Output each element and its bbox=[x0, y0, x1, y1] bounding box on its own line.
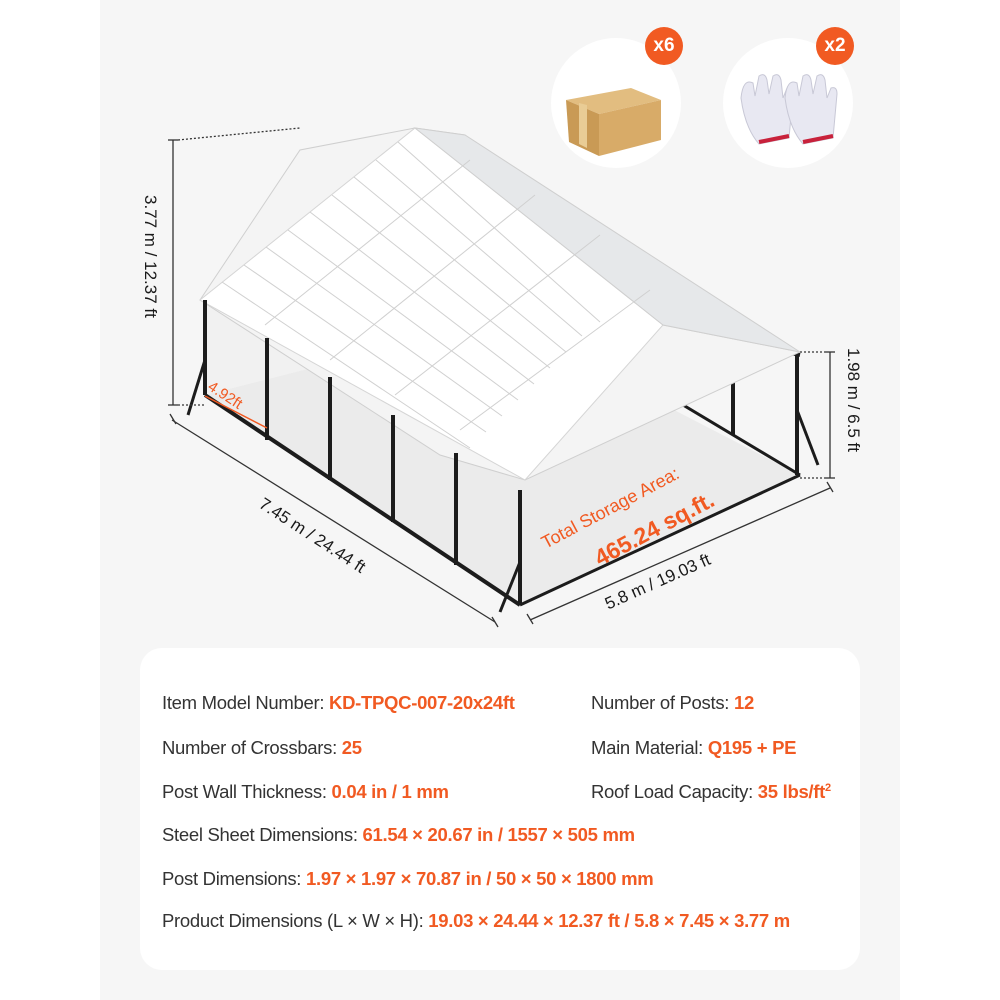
spec-roof-load: Roof Load Capacity: 35 lbs/ft2 bbox=[591, 781, 831, 803]
specifications-card: Item Model Number: KD-TPQC-007-20x24ft N… bbox=[140, 648, 860, 970]
spec-crossbars: Number of Crossbars: 25 bbox=[162, 737, 362, 759]
spec-superscript: 2 bbox=[825, 781, 831, 794]
spec-posts: Number of Posts: 12 bbox=[591, 692, 754, 714]
spec-value: 0.04 in / 1 mm bbox=[331, 781, 449, 802]
spec-post-dimensions: Post Dimensions: 1.97 × 1.97 × 70.87 in … bbox=[162, 868, 654, 890]
spec-value: 25 bbox=[341, 737, 362, 758]
spec-label: Main Material: bbox=[591, 737, 703, 758]
spec-value: KD-TPQC-007-20x24ft bbox=[329, 692, 515, 713]
spec-label: Product Dimensions (L × W × H): bbox=[162, 910, 424, 931]
spec-value: Q195 + PE bbox=[707, 737, 797, 758]
total-height-label: 3.77 m / 12.37 ft bbox=[141, 195, 160, 318]
side-height-dimension-line bbox=[800, 351, 835, 479]
spec-label: Steel Sheet Dimensions: bbox=[162, 824, 358, 845]
spec-label: Number of Posts: bbox=[591, 692, 730, 713]
spec-label: Post Dimensions: bbox=[162, 868, 302, 889]
gloves-icon bbox=[740, 74, 838, 145]
gloves-quantity-badge: x2 bbox=[816, 27, 854, 65]
spec-value: 35 lbs/ft bbox=[757, 781, 826, 802]
front-posts bbox=[186, 300, 522, 613]
spec-value: 19.03 × 24.44 × 12.37 ft / 5.8 × 7.45 × … bbox=[428, 910, 790, 931]
side-height-label: 1.98 m / 6.5 ft bbox=[844, 348, 863, 452]
roof-ribs bbox=[221, 141, 651, 449]
length-dimension-line bbox=[169, 413, 499, 628]
spec-label: Post Wall Thickness: bbox=[162, 781, 327, 802]
spec-steel-sheet: Steel Sheet Dimensions: 61.54 × 20.67 in… bbox=[162, 824, 635, 846]
spec-product-dimensions: Product Dimensions (L × W × H): 19.03 × … bbox=[162, 910, 790, 932]
post-spacing-marker bbox=[204, 395, 268, 429]
spec-value: 61.54 × 20.67 in / 1557 × 505 mm bbox=[362, 824, 636, 845]
spec-label: Number of Crossbars: bbox=[162, 737, 337, 758]
height-dimension-line bbox=[168, 127, 301, 406]
cardboard-box-icon bbox=[566, 88, 661, 156]
width-dimension-line bbox=[526, 481, 834, 625]
carport-illustration bbox=[168, 127, 835, 628]
spec-label: Item Model Number: bbox=[162, 692, 325, 713]
box-quantity-badge: x6 bbox=[645, 27, 683, 65]
spec-model: Item Model Number: KD-TPQC-007-20x24ft bbox=[162, 692, 515, 714]
spec-wall-thickness: Post Wall Thickness: 0.04 in / 1 mm bbox=[162, 781, 449, 803]
carport-diagram: 3.77 m / 12.37 ft 1.98 m / 6.5 ft 7.45 m… bbox=[141, 27, 863, 628]
spec-label: Roof Load Capacity: bbox=[591, 781, 753, 802]
spec-material: Main Material: Q195 + PE bbox=[591, 737, 796, 759]
spec-value: 12 bbox=[733, 692, 754, 713]
spec-value: 1.97 × 1.97 × 70.87 in / 50 × 50 × 1800 … bbox=[306, 868, 654, 889]
